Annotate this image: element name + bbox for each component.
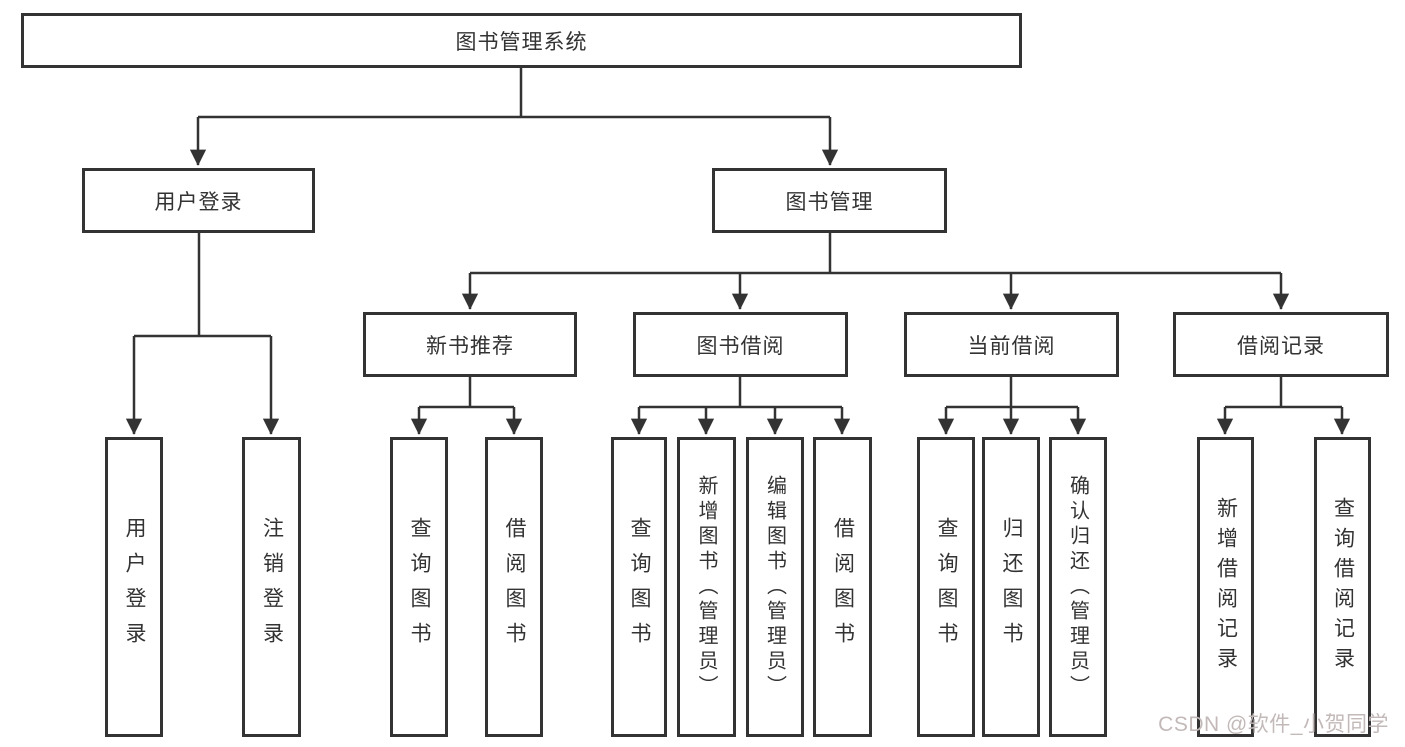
leaf-logout: 注销登录 [242, 437, 301, 737]
leaf-query-borrow-record: 查询借阅记录 [1314, 437, 1371, 737]
node-new-book-recommend: 新书推荐 [363, 312, 577, 377]
leaf-add-book-admin: 新增图书（管理员） [677, 437, 736, 737]
node-user-login: 用户登录 [82, 168, 315, 233]
leaf-query-books-borrow: 查询图书 [611, 437, 667, 737]
leaf-confirm-return-admin: 确认归还（管理员） [1049, 437, 1107, 737]
leaf-borrow-books-recommend: 借阅图书 [485, 437, 543, 737]
node-borrow-records: 借阅记录 [1173, 312, 1389, 377]
leaf-return-books: 归还图书 [982, 437, 1040, 737]
node-book-borrow: 图书借阅 [633, 312, 848, 377]
node-current-borrow: 当前借阅 [904, 312, 1119, 377]
csdn-watermark: CSDN @软件_小贺同学 [1158, 713, 1389, 736]
leaf-user-login: 用户登录 [105, 437, 163, 737]
leaf-query-books-recommend: 查询图书 [390, 437, 448, 737]
node-book-management: 图书管理 [712, 168, 947, 233]
leaf-add-borrow-record: 新增借阅记录 [1197, 437, 1254, 737]
node-root-library-system: 图书管理系统 [21, 13, 1022, 68]
leaf-borrow-books: 借阅图书 [813, 437, 872, 737]
leaf-edit-book-admin: 编辑图书（管理员） [746, 437, 804, 737]
leaf-query-books-current: 查询图书 [917, 437, 975, 737]
